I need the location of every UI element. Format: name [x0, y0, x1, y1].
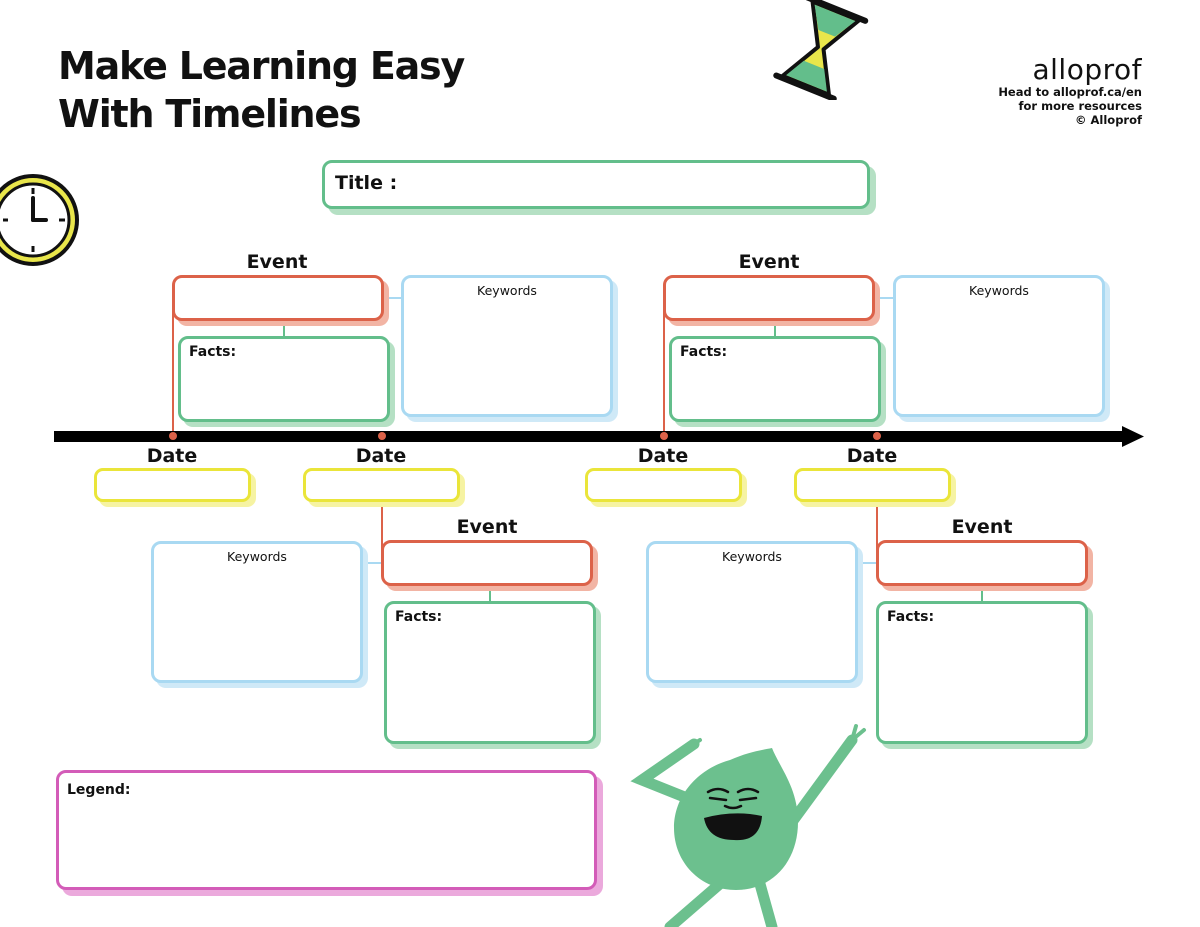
event-3-facts-connector	[774, 320, 776, 338]
title-field[interactable]: Title :	[322, 160, 870, 209]
event-3-keywords-label: Keywords	[969, 283, 1029, 298]
brand-logo: alloprof	[1032, 53, 1142, 86]
date-4-heading: Date	[846, 445, 898, 467]
date-2-heading: Date	[355, 445, 407, 467]
event-4-keywords-field[interactable]: Keywords	[646, 541, 858, 683]
timeline-marker-1	[169, 432, 177, 440]
timeline-arrow	[54, 426, 1144, 447]
event-2-facts-field[interactable]: Facts:	[384, 601, 596, 744]
event-4-facts-connector	[981, 585, 983, 603]
brand-copyright: © Alloprof	[1075, 113, 1142, 127]
event-3-field[interactable]	[663, 275, 875, 321]
title-label: Title :	[335, 172, 398, 194]
timeline-marker-3	[660, 432, 668, 440]
legend-label: Legend:	[67, 782, 131, 798]
brand-link-text: Head to alloprof.ca/en	[998, 85, 1142, 99]
event-2-facts-connector	[489, 585, 491, 603]
date-1-field[interactable]	[94, 468, 251, 502]
event-1-heading: Event	[246, 251, 308, 273]
legend-field[interactable]: Legend:	[56, 770, 597, 890]
event-4-keywords-label: Keywords	[722, 549, 782, 564]
timeline-marker-4	[873, 432, 881, 440]
date-3-field[interactable]	[585, 468, 742, 502]
hourglass-icon	[773, 0, 869, 100]
event-3-date-connector	[663, 300, 665, 436]
event-2-facts-label: Facts:	[395, 609, 443, 625]
date-2-field[interactable]	[303, 468, 460, 502]
event-1-date-connector	[172, 300, 174, 436]
page-title: Make Learning Easy With Timelines	[58, 44, 465, 136]
event-1-facts-connector	[283, 320, 285, 338]
event-4-facts-field[interactable]: Facts:	[876, 601, 1088, 744]
event-3-facts-field[interactable]: Facts:	[669, 336, 881, 422]
event-4-heading: Event	[951, 516, 1013, 538]
event-2-heading: Event	[456, 516, 518, 538]
event-1-field[interactable]	[172, 275, 384, 321]
timeline-marker-2	[378, 432, 386, 440]
mascot-illustration	[630, 724, 866, 927]
event-2-keywords-connector	[361, 562, 383, 564]
event-3-keywords-field[interactable]: Keywords	[893, 275, 1105, 417]
date-4-field[interactable]	[794, 468, 951, 502]
event-3-heading: Event	[738, 251, 800, 273]
event-4-keywords-connector	[856, 562, 878, 564]
event-4-date-connector	[876, 500, 878, 560]
event-1-keywords-label: Keywords	[477, 283, 537, 298]
event-4-facts-label: Facts:	[887, 609, 935, 625]
event-1-keywords-field[interactable]: Keywords	[401, 275, 613, 417]
brand-resources-text: for more resources	[1018, 99, 1142, 113]
event-3-facts-label: Facts:	[680, 344, 728, 360]
event-4-field[interactable]	[876, 540, 1088, 586]
date-1-heading: Date	[146, 445, 198, 467]
event-3-keywords-connector	[874, 297, 896, 299]
event-2-keywords-label: Keywords	[227, 549, 287, 564]
event-1-facts-field[interactable]: Facts:	[178, 336, 390, 422]
brand-block: alloprof Head to alloprof.ca/en for more…	[998, 53, 1142, 128]
event-2-date-connector	[381, 500, 383, 560]
clock-icon	[0, 174, 79, 266]
event-1-keywords-connector	[382, 297, 404, 299]
event-2-keywords-field[interactable]: Keywords	[151, 541, 363, 683]
event-1-facts-label: Facts:	[189, 344, 237, 360]
event-2-field[interactable]	[381, 540, 593, 586]
date-3-heading: Date	[637, 445, 689, 467]
